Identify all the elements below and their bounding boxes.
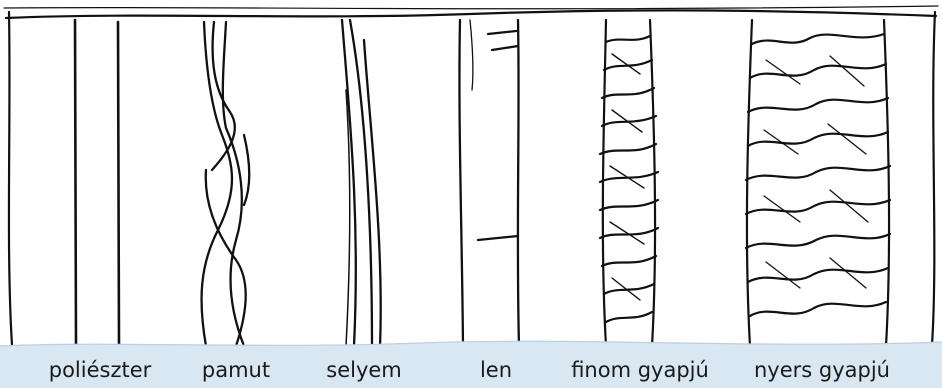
label-coarse-wool: nyers gyapjú bbox=[754, 358, 890, 382]
coarse-wool-fiber bbox=[746, 20, 890, 346]
label-flax: len bbox=[480, 358, 512, 382]
label-polyester: poliészter bbox=[49, 358, 152, 382]
polyester-fiber bbox=[75, 20, 119, 346]
panel-frame bbox=[4, 6, 938, 345]
cotton-fiber bbox=[202, 22, 250, 346]
silk-fiber bbox=[342, 20, 381, 346]
fine-wool-fiber bbox=[600, 20, 658, 346]
label-silk: selyem bbox=[326, 358, 402, 382]
label-cotton: pamut bbox=[202, 358, 270, 382]
label-fine-wool: finom gyapjú bbox=[571, 358, 709, 382]
flax-fiber bbox=[459, 20, 519, 346]
